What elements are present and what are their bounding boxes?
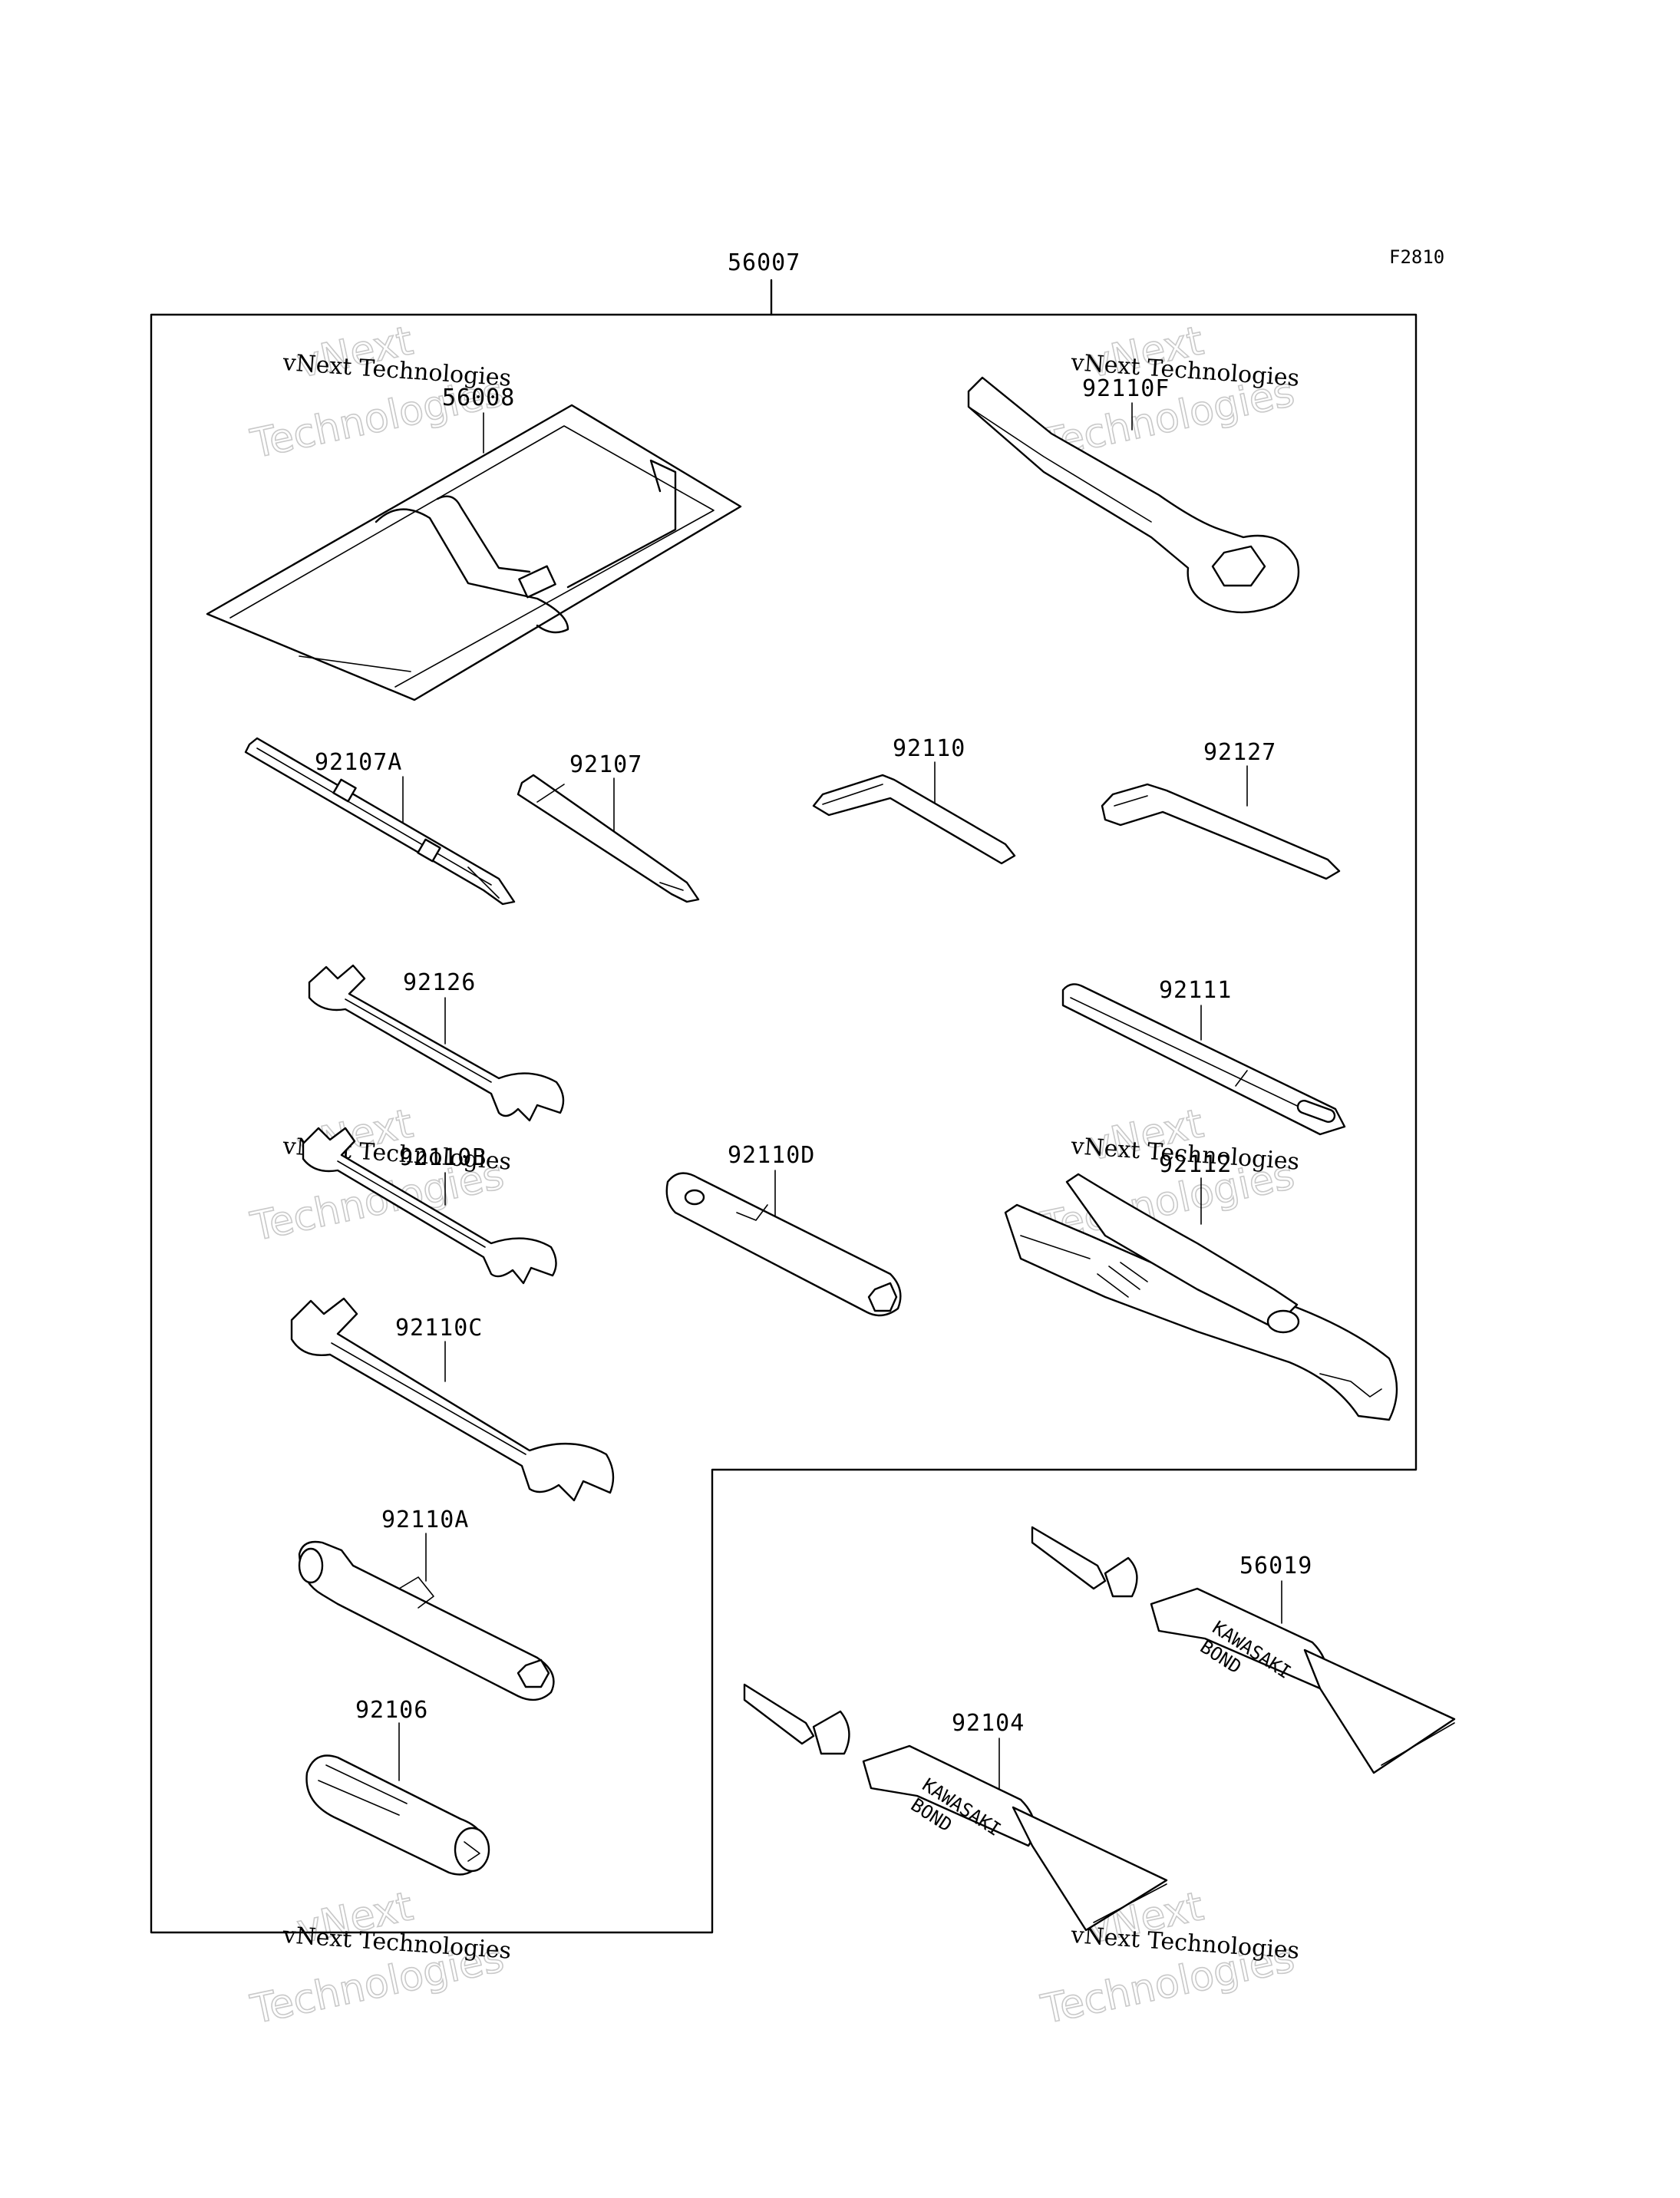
label-92106: 92106: [355, 1697, 428, 1724]
plug-socket-wrench: 92110D: [665, 1142, 902, 1317]
hex-key-small: 92110: [812, 735, 1016, 865]
label-56008: 56008: [442, 384, 515, 411]
extension-bar: 92111: [1061, 977, 1346, 1136]
label-56007: 56007: [728, 249, 800, 276]
tool-bag: 56008: [206, 384, 742, 701]
screwdriver-bit: 92107: [517, 751, 700, 903]
label-92104: 92104: [952, 1710, 1025, 1737]
open-end-wrench-large: 92110C: [290, 1297, 615, 1502]
bond-tube-lower: 92104 KAWASAKI BOND: [743, 1683, 1168, 1932]
screwdriver: 92107A: [244, 737, 516, 906]
label-92126: 92126: [403, 969, 476, 996]
handle: 92106: [305, 1697, 490, 1876]
label-92110C: 92110C: [395, 1315, 483, 1342]
hex-key-large: 92127: [1101, 739, 1341, 880]
open-end-wrench-small: 92126: [308, 964, 565, 1122]
label-92111: 92111: [1159, 977, 1232, 1004]
label-56019: 56019: [1239, 1553, 1312, 1579]
label-92110A: 92110A: [381, 1507, 469, 1533]
label-92107A: 92107A: [315, 749, 402, 776]
open-end-wrench-medium: 92110B: [302, 1127, 557, 1285]
label-92107: 92107: [569, 751, 642, 778]
label-92110D: 92110D: [728, 1142, 815, 1169]
socket-wrench: 92110A: [298, 1507, 555, 1701]
label-92112: 92112: [1159, 1151, 1232, 1178]
box-wrench: 92110F: [967, 375, 1300, 614]
figure-code: F2810: [1389, 246, 1444, 268]
label-92110F: 92110F: [1082, 375, 1170, 402]
label-92110: 92110: [893, 735, 965, 762]
bond-tube-upper: 56019 KAWASAKI BOND: [1031, 1526, 1456, 1774]
kit-outline: [150, 313, 1418, 1934]
pliers: 92112: [1004, 1151, 1398, 1421]
label-92127: 92127: [1203, 739, 1276, 766]
label-92110B: 92110B: [399, 1144, 487, 1171]
